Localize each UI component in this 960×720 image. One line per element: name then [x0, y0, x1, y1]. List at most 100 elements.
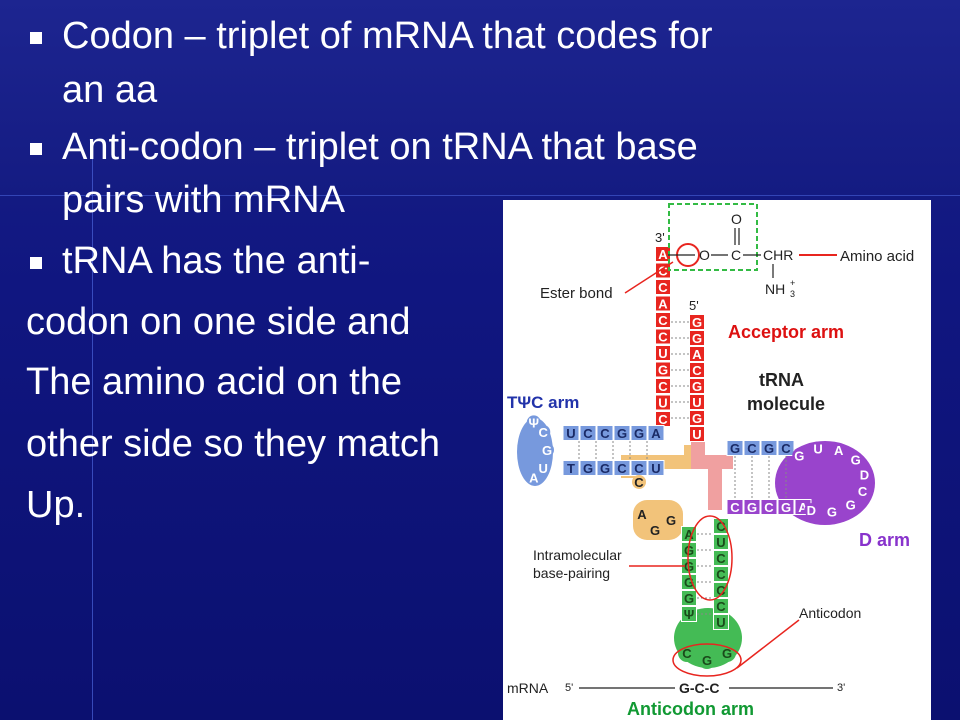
trna-molecule-label-2: molecule — [747, 394, 825, 414]
nucleotide-letter: G — [583, 461, 593, 476]
nucleotide-box — [792, 448, 807, 463]
nucleotide-box — [689, 314, 705, 330]
nucleotide-box — [777, 440, 795, 456]
nucleotide-letter: U — [539, 461, 548, 476]
nucleotide-box — [689, 426, 705, 442]
nucleotide-letter: C — [617, 461, 627, 476]
nucleotide-letter: C — [658, 264, 668, 279]
nucleotide-letter: U — [813, 441, 822, 456]
nucleotide-letter: G — [600, 461, 610, 476]
mrna-label: mRNA — [507, 680, 549, 696]
nucleotide-box — [596, 460, 614, 476]
carbon-label: C — [731, 247, 741, 263]
continuation-line-3: other side so they match — [26, 423, 440, 465]
nucleotide-letter: Ψ — [529, 415, 540, 430]
nucleotide-letter: A — [834, 443, 844, 458]
three-prime-top-label: 3' — [655, 230, 665, 245]
carbonyl-oxygen-label: O — [731, 211, 742, 227]
bullet-marker — [30, 143, 42, 155]
nucleotide-letter: G — [827, 505, 837, 520]
nucleotide-box — [540, 443, 554, 457]
nucleotide-box — [713, 598, 729, 614]
nucleotide-box — [855, 483, 870, 498]
bullet-1-line-1: Codon – triplet of mRNA that codes for — [62, 15, 713, 57]
nucleotide-letter: C — [858, 484, 868, 499]
nucleotide-box — [689, 410, 705, 426]
nucleotide-letter: G — [692, 315, 702, 330]
nucleotide-letter: G — [692, 411, 702, 426]
nucleotide-box — [655, 378, 671, 394]
nucleotide-letter: G — [658, 363, 668, 378]
nucleotide-letter: Ψ — [684, 607, 695, 622]
nucleotide-letter: A — [658, 247, 668, 262]
anticodon-circle — [672, 643, 742, 677]
nucleotide-letter: C — [583, 426, 593, 441]
nucleotide-letter: U — [658, 396, 667, 411]
nucleotide-box — [811, 441, 826, 456]
nucleotide-letter: C — [730, 500, 740, 515]
nucleotide-letter: U — [651, 461, 660, 476]
nucleotide-letter: C — [658, 280, 668, 295]
slide-title-band — [0, 0, 960, 195]
chr-label: CHR — [763, 247, 793, 263]
nucleotide-box — [526, 415, 541, 430]
nucleotide-letter: G — [747, 500, 757, 515]
nucleotide-box — [713, 534, 729, 550]
nucleotide-box — [848, 452, 863, 467]
ester-bond-label: Ester bond — [540, 285, 613, 302]
nucleotide-letter: G — [684, 575, 694, 590]
nucleotide-box — [713, 566, 729, 582]
amino-acid-label: Amino acid — [840, 248, 914, 265]
nucleotide-box — [713, 518, 729, 534]
nucleotide-box — [655, 394, 671, 411]
bullet-marker — [30, 32, 42, 44]
nucleotide-box — [655, 361, 671, 378]
nucleotide-letter: C — [716, 519, 726, 534]
intramolecular-label-1: Intramolecular — [533, 547, 622, 563]
nucleotide-letter: U — [658, 346, 667, 361]
nucleotide-box — [689, 378, 705, 394]
nucleotide-box — [579, 460, 597, 476]
nucleotide-box — [726, 499, 744, 515]
nucleotide-box — [655, 312, 671, 328]
nucleotide-letter: G — [684, 591, 694, 606]
nucleotide-box — [613, 460, 631, 476]
nucleotide-box — [630, 425, 648, 441]
nucleotide-letter: T — [567, 461, 575, 476]
nucleotide-letter: U — [566, 426, 575, 441]
tpsic-arm-label: TΨC arm — [507, 393, 579, 412]
nucleotide-box — [655, 295, 671, 312]
mrna-codon-label: G-C-C — [679, 680, 719, 696]
nucleotide-letter: G — [846, 498, 856, 513]
nucleotide-letter: U — [692, 395, 701, 410]
nucleotide-letter: D — [807, 503, 816, 518]
nucleotide-box — [743, 499, 761, 515]
intramolecular-label-2: base-pairing — [533, 565, 610, 581]
amino-acid-box — [668, 203, 758, 271]
nucleotide-letter: C — [764, 500, 774, 515]
nucleotide-box — [689, 362, 705, 378]
nucleotide-box — [536, 460, 551, 475]
mrna-five-prime-label: 5' — [565, 682, 573, 694]
nucleotide-letter: U — [692, 427, 701, 442]
nucleotide-letter: C — [634, 475, 644, 490]
nucleotide-letter: D — [860, 467, 869, 482]
d-arm-label: D arm — [859, 530, 910, 550]
nucleotide-letter: C — [747, 441, 757, 456]
bullet-2-line-2: pairs with mRNA — [62, 179, 345, 221]
nucleotide-box — [648, 523, 662, 537]
nucleotide-letter: A — [637, 507, 647, 522]
nucleotide-box — [804, 503, 819, 518]
nucleotide-box — [689, 330, 705, 346]
nucleotide-box — [579, 425, 597, 441]
trna-molecule-label-1: tRNA — [759, 370, 804, 390]
nucleotide-letter: G — [851, 452, 861, 467]
